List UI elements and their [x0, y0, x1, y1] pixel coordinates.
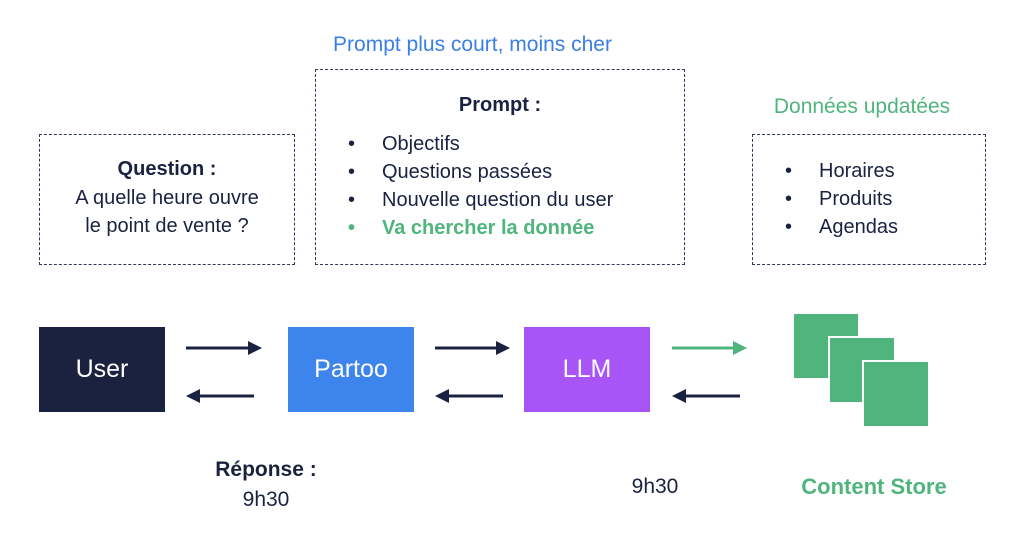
bullet-icon: •: [348, 189, 356, 211]
prompt-item-label: Objectifs: [382, 133, 460, 155]
data-item: • Horaires: [785, 157, 898, 185]
data-box: • Horaires • Produits • Agendas: [752, 134, 986, 265]
prompt-list: • Objectifs • Questions passées • Nouvel…: [348, 130, 613, 242]
bullet-icon: •: [348, 133, 356, 155]
question-line-1: A quelle heure ouvre: [75, 187, 259, 209]
data-item-label: Horaires: [819, 160, 895, 182]
data-list: • Horaires • Produits • Agendas: [785, 157, 898, 241]
question-heading: Question :: [117, 158, 217, 180]
prompt-item: • Nouvelle question du user: [348, 186, 613, 214]
arrow-partoo-to-user: [186, 389, 254, 403]
user-node-label: User: [75, 355, 129, 383]
data-item-label: Produits: [819, 188, 893, 210]
data-item: • Produits: [785, 185, 898, 213]
llm-time: 9h30: [631, 475, 679, 498]
bullet-icon: •: [785, 160, 793, 182]
response-label: Réponse :: [215, 458, 317, 481]
prompt-item: • Objectifs: [348, 130, 613, 158]
prompt-item-label: Va chercher la donnée: [382, 217, 595, 239]
response-block: Réponse : 9h30: [196, 455, 336, 515]
response-value: 9h30: [242, 488, 290, 511]
content-store-icon: [792, 312, 932, 428]
llm-node: LLM: [524, 327, 650, 412]
data-item: • Agendas: [785, 213, 898, 241]
prompt-item: • Questions passées: [348, 158, 613, 186]
user-node: User: [39, 327, 165, 412]
bullet-icon: •: [785, 216, 793, 238]
bullet-icon: •: [348, 217, 356, 239]
bullet-icon: •: [348, 161, 356, 183]
prompt-item-highlight: • Va chercher la donnée: [348, 214, 613, 242]
arrow-store-to-llm: [672, 389, 740, 403]
store-square: [862, 360, 930, 428]
prompt-item-label: Nouvelle question du user: [382, 189, 614, 211]
arrow-partoo-to-llm: [435, 341, 510, 355]
bullet-icon: •: [785, 188, 793, 210]
data-caption: Données updatées: [773, 95, 951, 118]
question-line-2: le point de vente ?: [85, 215, 249, 237]
partoo-node: Partoo: [288, 327, 414, 412]
prompt-item-label: Questions passées: [382, 161, 553, 183]
partoo-node-label: Partoo: [314, 355, 388, 383]
question-box: Question : A quelle heure ouvre le point…: [39, 134, 295, 265]
content-store-label: Content Store: [801, 474, 947, 499]
arrow-user-to-partoo: [186, 341, 262, 355]
arrow-llm-to-store: [672, 341, 747, 355]
llm-node-label: LLM: [562, 355, 612, 383]
prompt-heading: Prompt :: [458, 94, 542, 116]
prompt-box: Prompt : • Objectifs • Questions passées…: [315, 69, 685, 265]
prompt-caption: Prompt plus court, moins cher: [333, 33, 612, 56]
arrow-llm-to-partoo: [435, 389, 503, 403]
data-item-label: Agendas: [819, 216, 898, 238]
